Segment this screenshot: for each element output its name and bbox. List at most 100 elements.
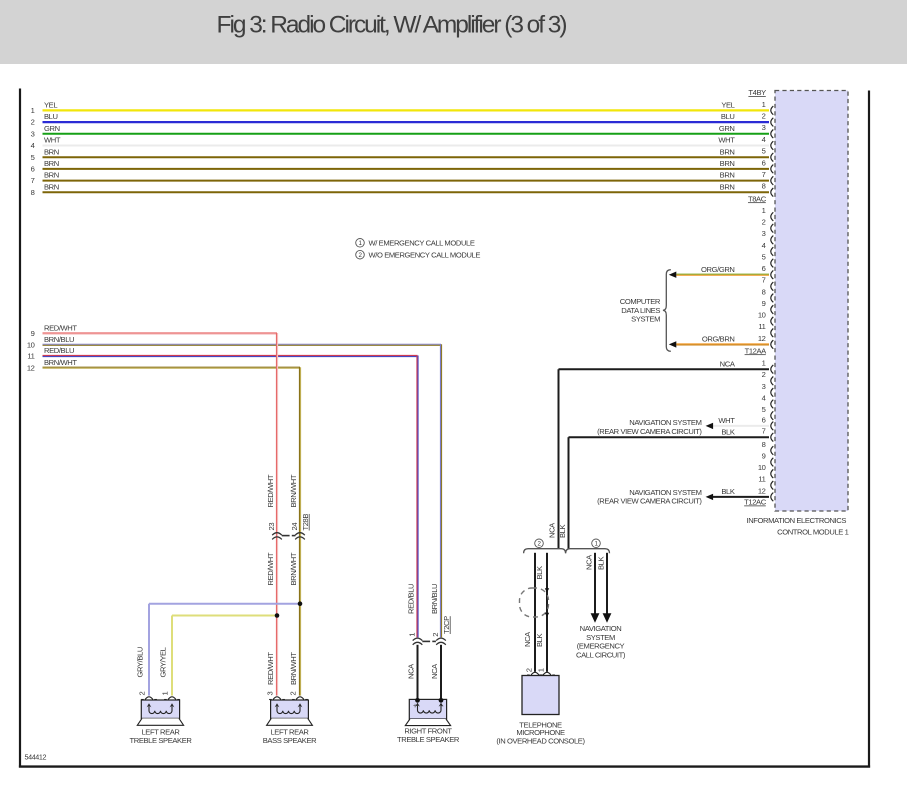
svg-text:NCA: NCA (548, 522, 557, 538)
svg-text:BLU: BLU (721, 112, 735, 121)
svg-text:11: 11 (758, 475, 765, 484)
svg-text:LEFT REAR: LEFT REAR (270, 727, 309, 736)
svg-text:BRN/BLU: BRN/BLU (44, 335, 74, 344)
svg-text:1: 1 (31, 106, 35, 115)
svg-text:GRN: GRN (44, 124, 60, 133)
svg-text:NCA: NCA (430, 663, 439, 679)
svg-text:WHT: WHT (718, 136, 735, 145)
svg-text:11: 11 (27, 352, 34, 361)
svg-text:(EMERGENCY: (EMERGENCY (577, 642, 625, 651)
svg-text:BASS SPEAKER: BASS SPEAKER (263, 736, 317, 745)
svg-text:6: 6 (31, 165, 35, 174)
svg-text:6: 6 (762, 264, 766, 273)
svg-text:NAVIGATION: NAVIGATION (580, 624, 622, 633)
svg-text:RED/BLU: RED/BLU (44, 346, 74, 355)
svg-text:T12AA: T12AA (745, 346, 768, 355)
svg-text:T2CP: T2CP (442, 616, 451, 634)
svg-text:BRN/WHT: BRN/WHT (289, 652, 298, 685)
svg-text:T12AC: T12AC (744, 498, 767, 507)
svg-text:ORG/GRN: ORG/GRN (701, 265, 734, 274)
svg-text:BRN: BRN (720, 147, 735, 156)
svg-text:BRN/WHT: BRN/WHT (44, 358, 77, 367)
svg-text:(REAR VIEW CAMERA CIRCUIT): (REAR VIEW CAMERA CIRCUIT) (597, 427, 702, 436)
svg-text:4: 4 (762, 241, 766, 250)
svg-text:9: 9 (762, 451, 766, 460)
svg-text:7: 7 (762, 276, 766, 285)
svg-text:NCA: NCA (720, 359, 736, 368)
svg-text:5: 5 (31, 153, 35, 162)
svg-text:INFORMATION ELECTRONICS: INFORMATION ELECTRONICS (746, 516, 846, 525)
svg-text:W/O EMERGENCY CALL MODULE: W/O EMERGENCY CALL MODULE (369, 251, 481, 260)
svg-text:DATA LINES: DATA LINES (621, 306, 660, 315)
svg-text:BRN: BRN (720, 182, 735, 191)
svg-text:-: - (441, 703, 444, 710)
svg-text:COMPUTER: COMPUTER (620, 297, 661, 306)
svg-text:BRN/WHT: BRN/WHT (289, 474, 298, 507)
svg-text:10: 10 (27, 340, 35, 349)
svg-text:1: 1 (594, 541, 598, 548)
svg-text:7: 7 (762, 427, 766, 436)
svg-text:(REAR VIEW CAMERA CIRCUIT): (REAR VIEW CAMERA CIRCUIT) (597, 497, 702, 506)
svg-text:6: 6 (762, 158, 766, 167)
svg-text:7: 7 (762, 170, 766, 179)
svg-text:1: 1 (407, 633, 416, 637)
svg-text:BLU: BLU (44, 112, 58, 121)
svg-text:T4BY: T4BY (748, 88, 766, 97)
svg-text:NAVIGATION SYSTEM: NAVIGATION SYSTEM (629, 488, 701, 497)
svg-text:3: 3 (31, 129, 35, 138)
svg-text:(IN OVERHEAD CONSOLE): (IN OVERHEAD CONSOLE) (496, 737, 585, 746)
svg-text:24: 24 (290, 523, 299, 531)
svg-text:6: 6 (762, 415, 766, 424)
svg-text:BLK: BLK (721, 487, 734, 496)
svg-text:3: 3 (266, 692, 275, 696)
svg-text:3: 3 (762, 123, 766, 132)
svg-text:10: 10 (758, 463, 766, 472)
svg-text:BLK: BLK (535, 634, 544, 647)
svg-text:BLK: BLK (597, 557, 606, 570)
svg-text:8: 8 (762, 182, 766, 191)
svg-text:1: 1 (762, 359, 766, 368)
svg-text:4: 4 (762, 135, 766, 144)
svg-text:T28B: T28B (301, 514, 310, 531)
svg-text:8: 8 (762, 440, 766, 449)
svg-text:BRN: BRN (720, 159, 735, 168)
svg-text:4: 4 (762, 393, 766, 402)
svg-text:1: 1 (537, 668, 546, 672)
svg-text:11: 11 (758, 322, 765, 331)
svg-text:2: 2 (525, 668, 534, 672)
svg-text:BRN: BRN (44, 159, 59, 168)
svg-text:RIGHT FRONT: RIGHT FRONT (404, 726, 452, 735)
svg-text:RED/BLU: RED/BLU (407, 584, 416, 614)
svg-text:GRN: GRN (719, 124, 735, 133)
svg-text:T8AC: T8AC (748, 194, 767, 203)
svg-text:4: 4 (31, 141, 35, 150)
svg-text:12: 12 (758, 486, 766, 495)
svg-text:5: 5 (762, 252, 766, 261)
svg-text:SYSTEM: SYSTEM (586, 633, 615, 642)
svg-text:LEFT REAR: LEFT REAR (141, 727, 180, 736)
svg-text:1: 1 (161, 692, 170, 696)
svg-text:BRN: BRN (44, 182, 59, 191)
svg-text:2: 2 (762, 370, 766, 379)
svg-text:BRN/WHT: BRN/WHT (289, 552, 298, 585)
svg-text:23: 23 (267, 523, 276, 531)
svg-text:1: 1 (358, 240, 362, 247)
svg-text:8: 8 (762, 287, 766, 296)
svg-text:12: 12 (758, 334, 766, 343)
svg-text:W/ EMERGENCY CALL MODULE: W/ EMERGENCY CALL MODULE (369, 239, 475, 248)
svg-text:NCA: NCA (585, 554, 594, 570)
svg-text:RED/WHT: RED/WHT (266, 552, 275, 585)
svg-text:7: 7 (31, 176, 35, 185)
svg-text:1: 1 (762, 100, 766, 109)
svg-text:12: 12 (27, 363, 35, 372)
svg-text:NCA: NCA (407, 663, 416, 679)
svg-text:MICROPHONE: MICROPHONE (516, 728, 565, 737)
svg-text:WHT: WHT (718, 416, 735, 425)
svg-text:BRN/BLU: BRN/BLU (430, 584, 439, 614)
svg-text:9: 9 (31, 329, 35, 338)
svg-text:WHT: WHT (44, 136, 61, 145)
svg-text:TELEPHONE: TELEPHONE (519, 720, 562, 729)
svg-text:Fig 3: Radio Circuit, W/ Ampli: Fig 3: Radio Circuit, W/ Amplifier (3 of… (217, 12, 567, 39)
svg-text:2: 2 (431, 633, 440, 637)
svg-text:YEL: YEL (721, 101, 734, 110)
